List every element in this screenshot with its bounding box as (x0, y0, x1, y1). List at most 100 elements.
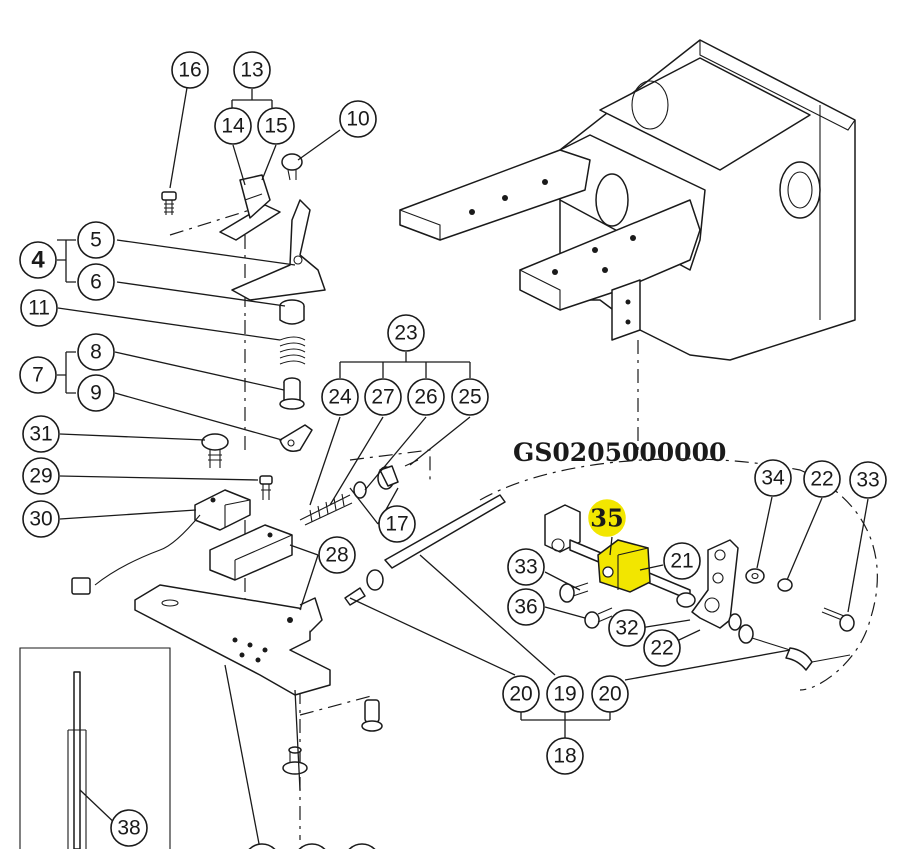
svg-text:24: 24 (328, 386, 352, 409)
callout-32: 32 (608, 609, 646, 647)
svg-text:20: 20 (598, 683, 621, 706)
callout-11: 11 (20, 289, 58, 327)
callout-4: 4 (19, 241, 57, 279)
svg-text:21: 21 (670, 550, 693, 573)
callout-20-right: 20 (591, 675, 629, 713)
svg-text:8: 8 (90, 341, 102, 364)
svg-text:35: 35 (590, 504, 623, 533)
svg-text:6: 6 (90, 271, 102, 294)
svg-text:10: 10 (346, 108, 369, 131)
svg-text:17: 17 (385, 513, 408, 536)
washers-right (745, 568, 855, 632)
svg-text:15: 15 (264, 115, 287, 138)
sensor-30 (71, 489, 251, 595)
svg-text:34: 34 (761, 467, 785, 490)
callout-24: 24 (321, 378, 359, 416)
pin-8 (279, 377, 305, 410)
callout-22-top: 22 (803, 460, 841, 498)
bushing-6 (279, 299, 305, 325)
svg-text:32: 32 (615, 617, 638, 640)
cable-end (728, 613, 851, 671)
svg-text:13: 13 (240, 59, 263, 82)
assembly-boundary (479, 458, 878, 691)
callout-26: 26 (407, 378, 445, 416)
callout-21: 21 (663, 542, 701, 580)
collar-35 (597, 539, 651, 593)
spring-11 (279, 336, 306, 365)
svg-text:7: 7 (32, 364, 44, 387)
base-plate (134, 584, 331, 696)
svg-text:33: 33 (514, 556, 537, 579)
svg-text:36: 36 (514, 596, 537, 619)
svg-text:23: 23 (394, 322, 417, 345)
svg-text:25: 25 (458, 386, 481, 409)
callout-15: 15 (257, 107, 295, 145)
svg-text:14: 14 (221, 115, 245, 138)
screw-31 (201, 433, 229, 468)
callout-17: 17 (378, 505, 416, 543)
spring-unit-23 (299, 459, 419, 526)
svg-text:28: 28 (325, 544, 348, 567)
inset-panel (19, 647, 171, 849)
callout-8: 8 (77, 333, 115, 371)
presser-foot-13 (219, 174, 281, 241)
callout-14: 14 (214, 107, 252, 145)
svg-text:4: 4 (31, 247, 45, 274)
callout-16: 16 (171, 51, 209, 89)
callout-29: 29 (22, 457, 60, 495)
screws-33-36 (559, 582, 613, 629)
svg-text:27: 27 (371, 386, 394, 409)
callout-34: 34 (754, 459, 792, 497)
svg-text:9: 9 (90, 382, 102, 405)
callout-19: 19 (546, 675, 584, 713)
screw-16 (161, 191, 177, 215)
svg-text:19: 19 (553, 683, 576, 706)
cable-19 (344, 494, 506, 606)
svg-text:26: 26 (414, 386, 437, 409)
callout-18: 18 (546, 737, 584, 775)
lever-5 (231, 199, 326, 301)
callout-13: 13 (233, 51, 271, 89)
svg-text:29: 29 (29, 465, 52, 488)
callout-7: 7 (19, 356, 57, 394)
screw-10 (281, 153, 303, 181)
callout-35: 35 (588, 499, 626, 537)
plate-9 (279, 424, 313, 452)
svg-text:5: 5 (90, 229, 102, 252)
highlighted-part-35 (597, 539, 651, 593)
callout-22-bottom: 22 (643, 629, 681, 667)
callouts: 16 13 14 15 10 4 5 6 11 7 8 9 31 29 30 2… (19, 51, 887, 849)
part-code-label: GS0205000000 (513, 438, 726, 467)
callout-33-right: 33 (849, 461, 887, 499)
screw-29 (259, 475, 273, 500)
leader-lines (57, 69, 869, 849)
callout-27: 27 (364, 378, 402, 416)
callout-31: 31 (22, 415, 60, 453)
svg-text:31: 31 (29, 423, 52, 446)
callout-30: 30 (22, 500, 60, 538)
bracket-21 (676, 539, 739, 629)
callout-9: 9 (77, 374, 115, 412)
svg-text:38: 38 (117, 817, 140, 840)
callout-25: 25 (451, 378, 489, 416)
svg-text:20: 20 (509, 683, 532, 706)
callout-20-left: 20 (502, 675, 540, 713)
svg-text:30: 30 (29, 508, 52, 531)
svg-text:11: 11 (28, 297, 50, 320)
machine-bed-frame (399, 39, 856, 450)
callout-33-left: 33 (507, 548, 545, 586)
svg-text:22: 22 (810, 468, 833, 491)
block-28 (209, 524, 293, 581)
callout-6: 6 (77, 263, 115, 301)
callout-36: 36 (507, 588, 545, 626)
callout-23: 23 (387, 314, 425, 352)
svg-text:33: 33 (856, 469, 879, 492)
callout-38: 38 (110, 809, 148, 847)
svg-text:22: 22 (650, 637, 673, 660)
callout-10: 10 (339, 100, 377, 138)
callout-28: 28 (318, 536, 356, 574)
svg-text:16: 16 (178, 59, 201, 82)
callout-5: 5 (77, 221, 115, 259)
svg-text:18: 18 (553, 745, 576, 768)
